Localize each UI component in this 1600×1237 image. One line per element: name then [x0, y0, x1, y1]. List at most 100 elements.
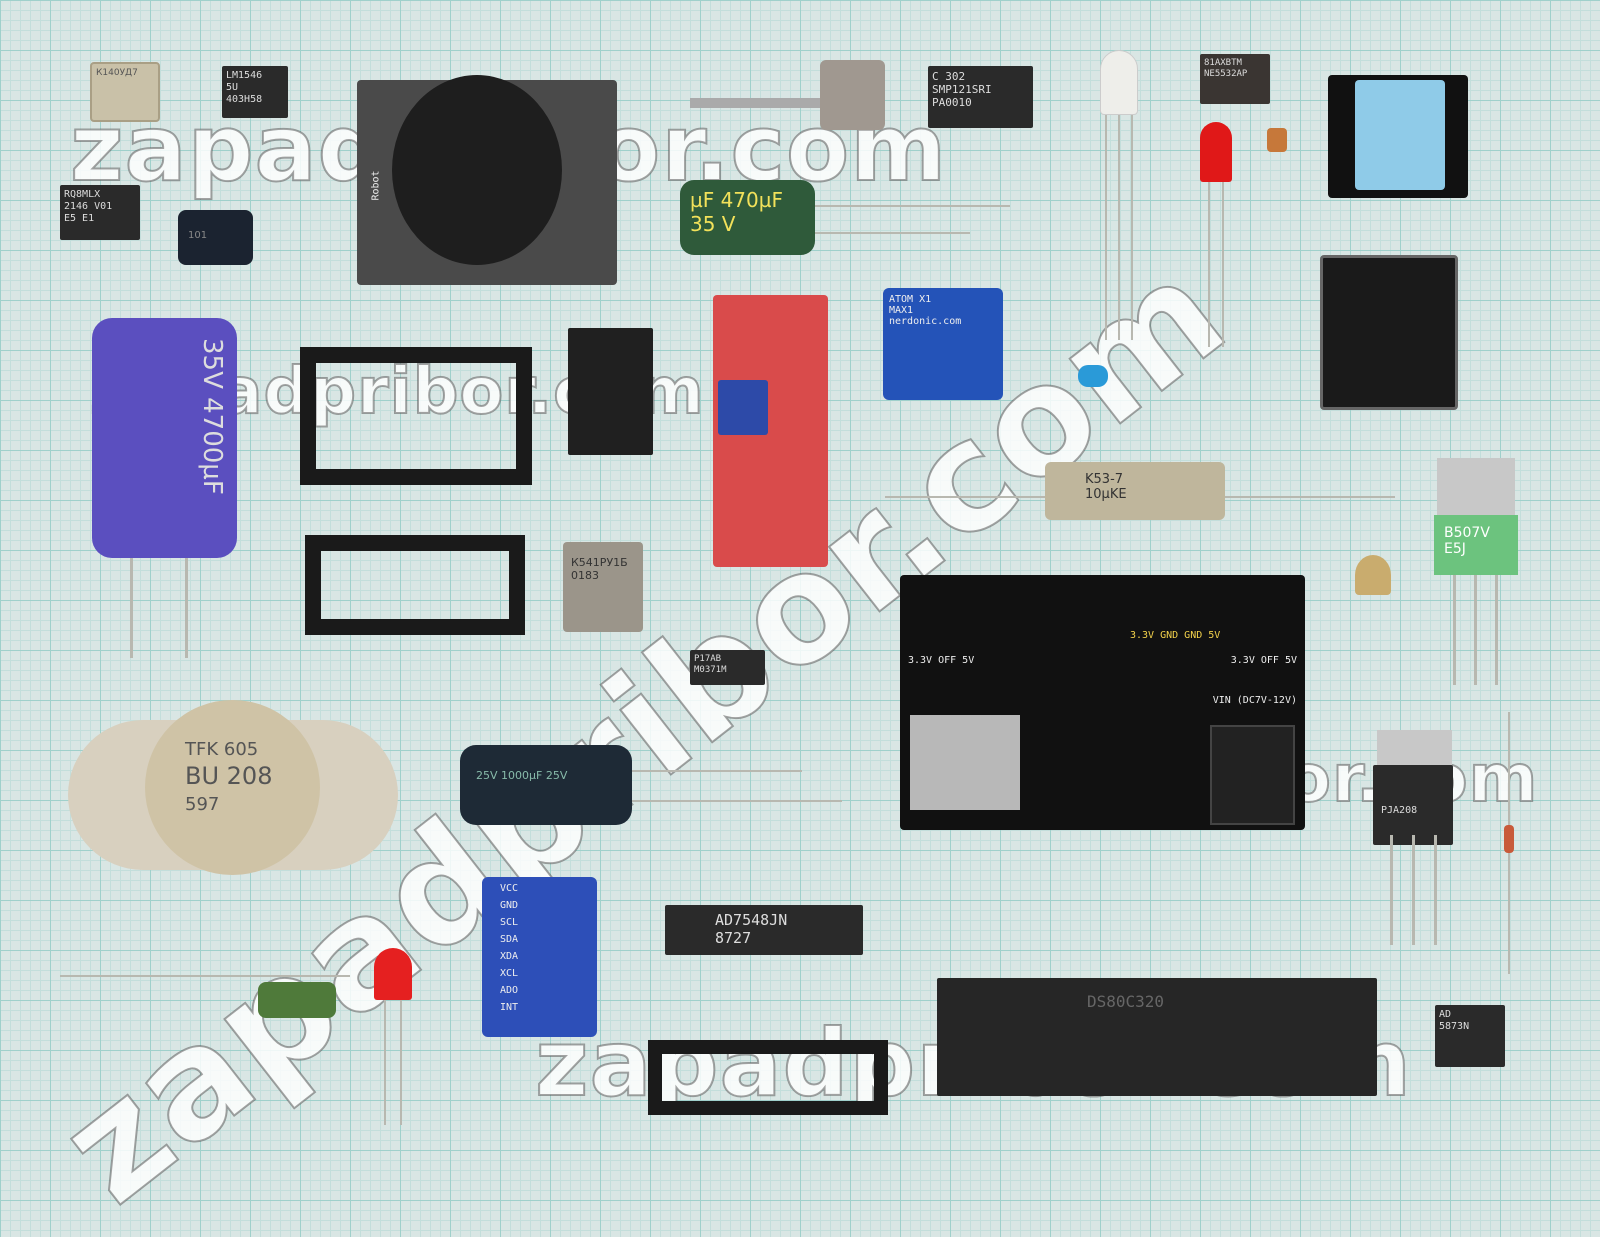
ic-text: AD — [1439, 1009, 1452, 1020]
rgb-led — [1100, 50, 1138, 115]
ic-ds80c320: DS80C320 — [937, 978, 1377, 1096]
trimmer-potentiometer — [718, 380, 768, 435]
capacitor-4700uf: 35V 4700µF — [92, 318, 237, 558]
lead — [1390, 835, 1393, 945]
ic-text: NE5532AP — [1204, 68, 1248, 79]
transistor-text: 597 — [185, 793, 220, 815]
diode — [1504, 825, 1514, 853]
dht-sensor — [1355, 80, 1445, 190]
board-label: 3.3V OFF 5V — [1230, 655, 1297, 666]
ic-text: 5U — [226, 82, 239, 93]
ic-rq8mlx: RQ8MLX 2146 V01 E5 E1 — [60, 185, 140, 240]
lead — [632, 770, 802, 772]
transistor-text: TFK 605 — [185, 739, 259, 760]
lead — [1453, 575, 1456, 685]
ic-text: PJA208 — [1381, 805, 1418, 816]
board-label: VIN (DC7V-12V) — [1212, 695, 1297, 706]
lead — [815, 205, 1010, 207]
cap-text: 35 V — [690, 212, 736, 236]
board-label: ATOM X1 — [889, 294, 932, 305]
lead — [130, 558, 133, 658]
board-label: MAX1 — [889, 305, 914, 316]
ic-text: 0183 — [571, 569, 599, 582]
pin-label: SDA — [500, 934, 519, 945]
pin-label: GND — [500, 900, 519, 911]
pin-label: ADO — [500, 985, 519, 996]
capacitor-1000uf: 25V 1000µF 25V — [460, 745, 632, 825]
ic-text: 5873N — [1439, 1021, 1470, 1032]
transistor-tab — [1377, 730, 1452, 770]
metal-ic-1541: К541РУ1Б 0183 — [563, 542, 643, 632]
imu-module: VCC GND SCL SDA XDA XCL ADO INT — [482, 877, 597, 1037]
board-label: 3.3V OFF 5V — [908, 655, 975, 666]
usb-port — [910, 715, 1020, 810]
joystick-knob — [392, 75, 562, 265]
ic-text: SMP121SRI — [932, 83, 992, 97]
ic-ne5532: 81AXBTM NE5532AP — [1200, 54, 1270, 104]
lead — [1474, 575, 1477, 685]
ic-socket-bottom — [648, 1040, 888, 1115]
board-label: nerdonic.com — [889, 316, 962, 327]
transistor-text: BU 208 — [185, 762, 273, 791]
potentiometer-shaft — [690, 98, 830, 108]
cap-text: µF 470µF — [690, 188, 783, 212]
pin-label: XDA — [500, 951, 519, 962]
transistor-text: E5J — [1444, 541, 1466, 557]
lead — [1495, 575, 1498, 685]
sensor-module-red — [713, 295, 828, 567]
ic-text: M0371M — [694, 664, 727, 675]
cap-text: 4700µF — [197, 397, 227, 495]
ic-socket-24 — [305, 535, 525, 635]
ic-text: 403H58 — [226, 94, 263, 105]
ic-socket-28 — [300, 347, 532, 485]
ic-lm1546: LM1546 5U 403H58 — [222, 66, 288, 118]
cap-text: K53-7 — [1085, 472, 1124, 487]
ceramic-capacitor — [1267, 128, 1287, 152]
lead — [60, 975, 350, 977]
lead — [384, 1000, 386, 1125]
metal-ic: К140УД7 — [90, 62, 160, 122]
board-label: 3.3V GND GND 5V — [1130, 630, 1221, 641]
lead — [632, 800, 842, 802]
inductor: 101 — [178, 210, 253, 265]
ic-text: DS80C320 — [1087, 992, 1165, 1011]
cap-text: 10µKE — [1085, 487, 1127, 502]
pin-label: INT — [500, 1002, 519, 1013]
ic-text: P17AB — [694, 654, 722, 664]
ic-c302: C 302 SMP121SRI PA0010 — [928, 66, 1033, 128]
ic-text: PA0010 — [932, 96, 972, 110]
lead — [1412, 835, 1415, 945]
lead — [1131, 115, 1133, 340]
transistor-text: B507V — [1444, 525, 1490, 541]
blue-capacitor — [1078, 365, 1108, 387]
atom-board: ATOM X1 MAX1 nerdonic.com — [883, 288, 1003, 400]
capacitor-k53: K53-7 10µKE — [1045, 462, 1225, 520]
red-led-bottom — [374, 948, 412, 1000]
pin-label: SCL — [500, 917, 519, 928]
ic-text: К541РУ1Б — [571, 556, 628, 569]
transistor-b507: B507V E5J — [1434, 515, 1518, 575]
breadboard-power-module: 3.3V OFF 5V 3.3V OFF 5V 3.3V GND GND 5V … — [900, 575, 1305, 830]
dc-jack — [1210, 725, 1295, 825]
ic-ad7548: AD7548JN 8727 — [665, 905, 863, 955]
lead — [1105, 115, 1107, 340]
ic-text: AD7548JN — [715, 911, 788, 929]
ic-text: RQ8MLX — [64, 189, 101, 200]
ic-text: E5 E1 — [64, 213, 95, 224]
ic-text: 81AXBTM — [1204, 58, 1242, 68]
ic-text: LM1546 — [226, 70, 263, 81]
board-label: Robot — [370, 170, 382, 201]
lead — [185, 558, 188, 658]
socket-adapter — [1320, 255, 1458, 410]
lead — [815, 232, 970, 234]
seven-segment-display — [568, 328, 653, 455]
red-led — [1200, 122, 1232, 182]
ic-ad5873: AD 5873N — [1435, 1005, 1505, 1067]
lead — [1118, 115, 1120, 340]
capacitor-470uf: µF 470µF 35 V — [680, 180, 815, 255]
ic-text: C 302 — [932, 70, 966, 83]
transistor-bu208: TFK 605 BU 208 597 — [145, 700, 320, 875]
lead — [1208, 182, 1210, 347]
to18-transistor — [1355, 555, 1391, 595]
ic-text: 8727 — [715, 929, 752, 947]
